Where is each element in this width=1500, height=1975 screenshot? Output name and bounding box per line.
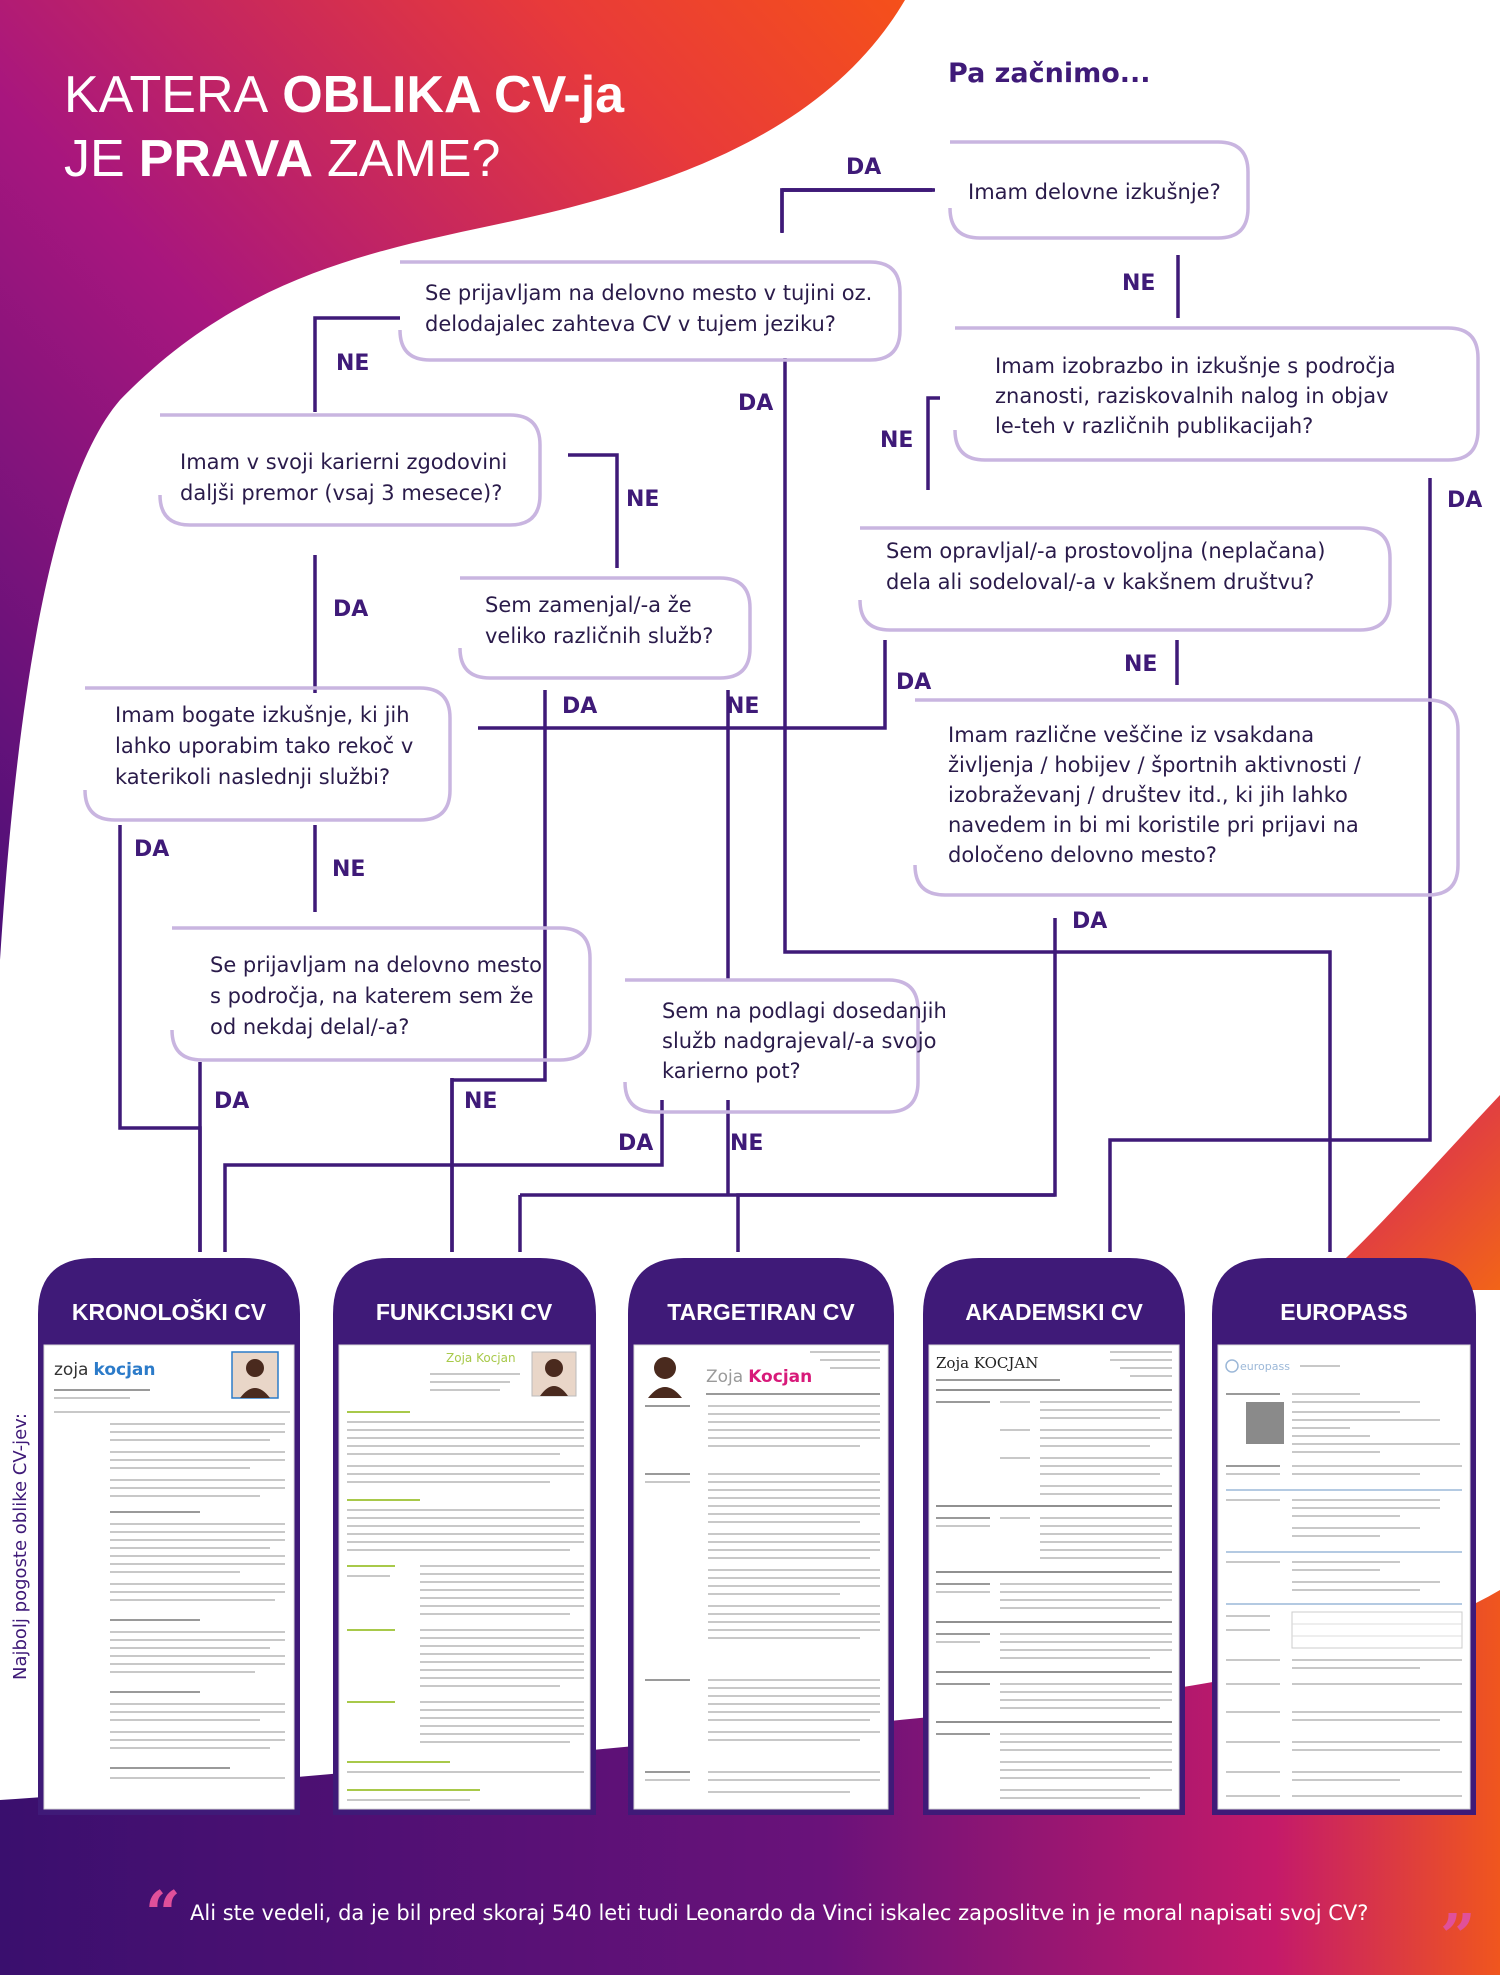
answer-labels: DA NE NE DA NE DA NE DA NE DA DA NE DA N… [134, 155, 1482, 1156]
label-da-upgrade: DA [618, 1131, 653, 1156]
question-same-field: Se prijavljam na delovno mesto s področj… [210, 953, 549, 1039]
connector-lines [118, 188, 1432, 1252]
targetiran-photo [654, 1357, 676, 1379]
cv-title-targetiran: TARGETIRAN CV [667, 1299, 855, 1325]
cv-title-funkcijski: FUNKCIJSKI CV [376, 1299, 553, 1325]
quote-close-icon: ” [1440, 1900, 1476, 1973]
label-ne-same-field: NE [464, 1089, 497, 1114]
europass-logo-text: europass [1240, 1360, 1290, 1373]
bubble-upgrade [623, 978, 920, 1114]
label-ne-volunteer: NE [1124, 652, 1157, 677]
question-science: Imam izobrazbo in izkušnje s področja zn… [995, 354, 1402, 438]
label-ne-gap: NE [626, 487, 659, 512]
akademski-name: Zoja KOCJAN [936, 1354, 1038, 1372]
label-da-gap: DA [333, 597, 368, 622]
label-ne-science: NE [880, 428, 913, 453]
cv-preview-akademski [928, 1344, 1180, 1810]
bubble-experience [948, 140, 1250, 240]
label-da-rich: DA [134, 837, 169, 862]
label-da-abroad: DA [738, 391, 773, 416]
question-rich: Imam bogate izkušnje, ki jih lahko upora… [115, 703, 420, 789]
top-gradient-shape [0, 0, 905, 960]
title-line2-bold: PRAVA [139, 130, 313, 188]
question-bubbles [83, 140, 1480, 1114]
question-gap: Imam v svoji karierni zgodovini daljši p… [180, 450, 514, 505]
bubble-science [953, 326, 1480, 462]
question-experience: Imam delovne izkušnje? [968, 180, 1221, 204]
cv-card-europass: EUROPASS europass [1212, 1258, 1476, 1815]
bubble-many-jobs [458, 576, 752, 680]
bubble-rich [83, 686, 452, 822]
label-ne-experience: NE [1122, 271, 1155, 296]
bubble-volunteer [858, 526, 1392, 632]
cv-title-kronoloski: KRONOLOŠKI CV [72, 1298, 267, 1325]
start-label: Pa začnimo... [948, 58, 1151, 89]
label-da-skills: DA [1072, 909, 1107, 934]
title-line2-light-b: ZAME? [327, 130, 500, 188]
question-upgrade: Sem na podlagi dosedanjih služb nadgraje… [662, 999, 954, 1083]
question-abroad: Se prijavljam na delovno mesto v tujini … [425, 281, 879, 336]
cv-title-akademski: AKADEMSKI CV [965, 1299, 1143, 1325]
label-da-science: DA [1447, 488, 1482, 513]
cv-card-funkcijski: FUNKCIJSKI CV Zoja Kocjan [333, 1258, 596, 1815]
label-ne-many-jobs: NE [726, 694, 759, 719]
title-line1-light: KATERA [64, 66, 269, 124]
bubble-same-field [170, 926, 592, 1062]
label-ne-upgrade: NE [730, 1131, 763, 1156]
footer-quote: Ali ste vedeli, da je bil pred skoraj 54… [190, 1901, 1368, 1925]
label-da-experience: DA [846, 155, 881, 180]
question-skills: Imam različne veščine iz vsakdana življe… [948, 723, 1368, 867]
europass-photo [1246, 1402, 1284, 1444]
side-label: Najbolj pogoste oblike CV-jev: [10, 1413, 31, 1680]
question-volunteer: Sem opravljal/-a prostovoljna (neplačana… [886, 539, 1332, 594]
quote-open-icon: “ [145, 1877, 181, 1950]
label-da-volunteer: DA [896, 670, 931, 695]
label-ne-rich: NE [332, 857, 365, 882]
cv-card-akademski: AKADEMSKI CV Zoja KOCJAN [923, 1258, 1185, 1815]
questions: Imam delovne izkušnje? Se prijavljam na … [115, 180, 1402, 1083]
label-da-same-field: DA [214, 1089, 249, 1114]
cv-title-europass: EUROPASS [1280, 1299, 1407, 1325]
bubble-abroad [398, 260, 902, 362]
question-many-jobs: Sem zamenjal/-a že veliko različnih služ… [485, 593, 713, 648]
bubble-skills [913, 698, 1460, 897]
label-da-many-jobs: DA [562, 694, 597, 719]
europass-logo-icon [1225, 1359, 1239, 1373]
label-ne-abroad: NE [336, 351, 369, 376]
title-line1-bold: OBLIKA CV-ja [282, 66, 625, 124]
funkcijski-name: Zoja Kocjan [446, 1351, 516, 1365]
bubble-gap [158, 413, 542, 527]
title-line2-light-a: JE [64, 130, 125, 188]
bottom-right-accent [1310, 1095, 1500, 1290]
